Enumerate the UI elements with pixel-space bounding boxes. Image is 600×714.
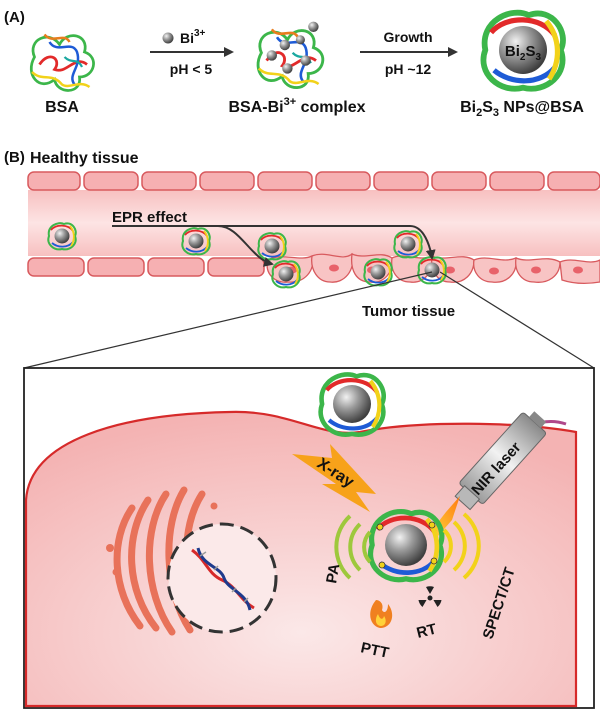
radiation-icon	[418, 586, 442, 607]
tumor-cell	[24, 410, 578, 708]
bi-ion-icon	[162, 32, 174, 44]
step2-condition: pH ~12	[385, 61, 432, 77]
zoom-line-right	[439, 271, 595, 369]
xray-bolt-icon	[292, 444, 376, 512]
step1-condition: pH < 5	[170, 61, 213, 77]
panel-b: (B) Healthy tissue	[4, 149, 600, 709]
healthy-tissue-label: Healthy tissue	[30, 150, 139, 167]
dna-helix-icon	[191, 547, 255, 611]
blood-vessel	[28, 190, 600, 256]
bsa-bi-complex-icon	[256, 21, 325, 90]
product-label: Bi2S3 NPs@BSA	[460, 99, 584, 119]
epr-effect-label: EPR effect	[112, 209, 187, 226]
spect-signal-waves	[442, 512, 481, 580]
flame-icon	[370, 600, 393, 628]
panel-b-label: (B)	[4, 149, 25, 166]
tumor-tissue-label: Tumor tissue	[362, 303, 455, 320]
bottom-endothelium	[27, 257, 265, 277]
bi2s3-nanoparticle-icon	[483, 13, 563, 89]
intracellular-nanoparticle	[371, 512, 442, 580]
complex-label: BSA-Bi3+ complex	[228, 96, 365, 116]
epr-arrow-2	[218, 225, 436, 260]
extracellular-nanoparticle	[321, 374, 384, 434]
rt-label: RT	[415, 621, 439, 642]
core-label: Bi2S3	[505, 43, 542, 63]
ptt-label: PTT	[359, 639, 390, 662]
golgi-vesicles	[106, 502, 218, 576]
zoom-line-left	[23, 271, 433, 369]
bsa-protein-icon	[29, 33, 95, 92]
step1-ion-label: Bi3+	[180, 28, 206, 46]
pa-signal-waves	[334, 514, 372, 580]
step2-label: Growth	[384, 29, 433, 45]
panel-a: (A) BSA Bi3+ pH < 5 BSA-Bi3+ complex Gro…	[4, 9, 584, 119]
pa-label: PA	[323, 562, 343, 585]
top-endothelium	[27, 171, 600, 191]
nucleus	[166, 522, 278, 634]
bsa-label: BSA	[45, 99, 79, 116]
panel-a-label: (A)	[4, 9, 25, 26]
